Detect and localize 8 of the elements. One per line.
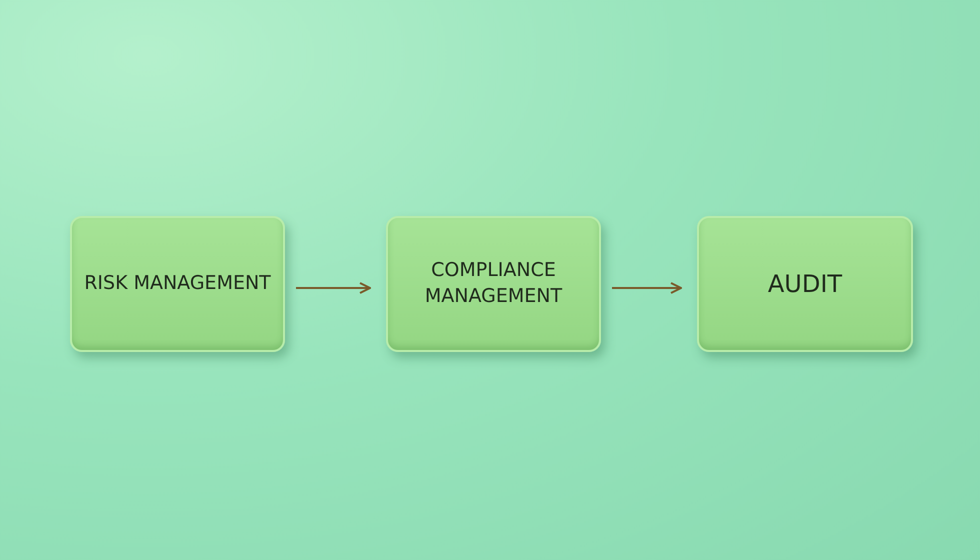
box-label: RISK MANAGEMENT — [84, 271, 271, 296]
process-box — [697, 216, 913, 352]
process-box — [70, 216, 285, 352]
box-label: AUDIT — [768, 268, 842, 300]
process-box — [386, 216, 601, 352]
box-label: COMPLIANCE MANAGEMENT — [424, 258, 564, 309]
arrow — [296, 282, 371, 294]
arrow — [612, 282, 682, 294]
